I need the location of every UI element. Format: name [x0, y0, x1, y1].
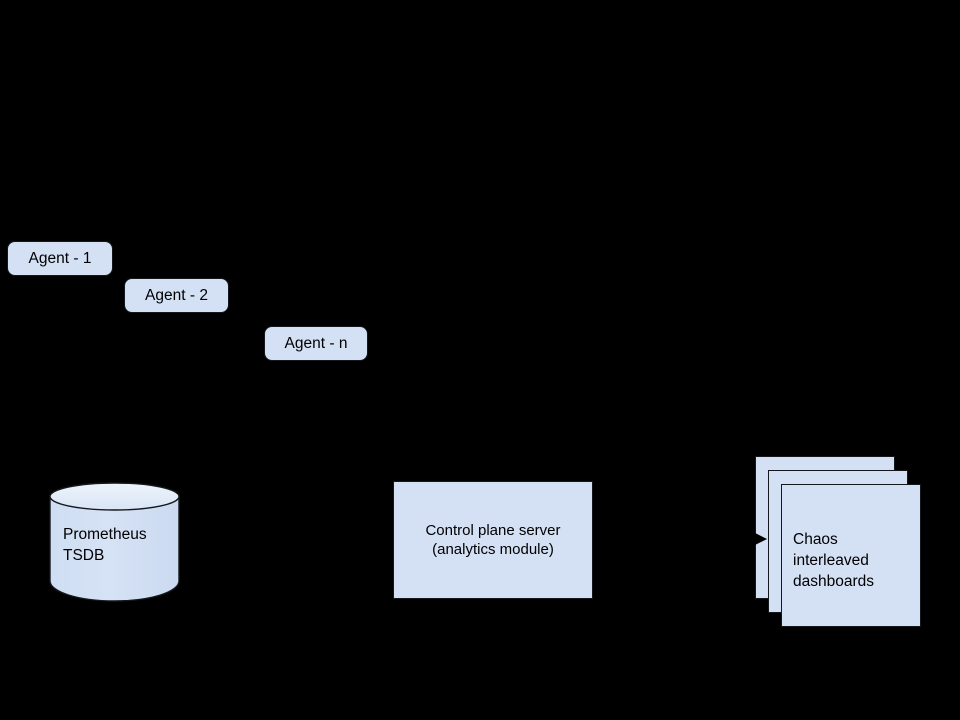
- node-agent-n[interactable]: Agent - n: [264, 326, 368, 361]
- node-prometheus-tsdb-label: Prometheus TSDB: [63, 526, 147, 564]
- node-chaos-dashboards[interactable]: Chaos interleaved dashboards: [755, 456, 922, 628]
- node-chaos-dashboards-label: Chaos interleaved dashboards: [793, 531, 875, 590]
- node-agent-1-label: Agent - 1: [28, 250, 92, 267]
- node-control-plane-server-label: Control plane server (analytics module): [425, 522, 561, 558]
- cylinder-shape: [49, 482, 180, 602]
- node-prometheus-tsdb[interactable]: Prometheus TSDB: [49, 482, 180, 603]
- node-agent-2[interactable]: Agent - 2: [124, 278, 229, 313]
- node-control-plane-server[interactable]: Control plane server (analytics module): [393, 481, 593, 599]
- node-agent-1[interactable]: Agent - 1: [7, 241, 113, 276]
- dashboard-card-front[interactable]: Chaos interleaved dashboards: [781, 484, 921, 627]
- node-agent-n-label: Agent - n: [284, 335, 348, 352]
- node-agent-2-label: Agent - 2: [145, 287, 208, 304]
